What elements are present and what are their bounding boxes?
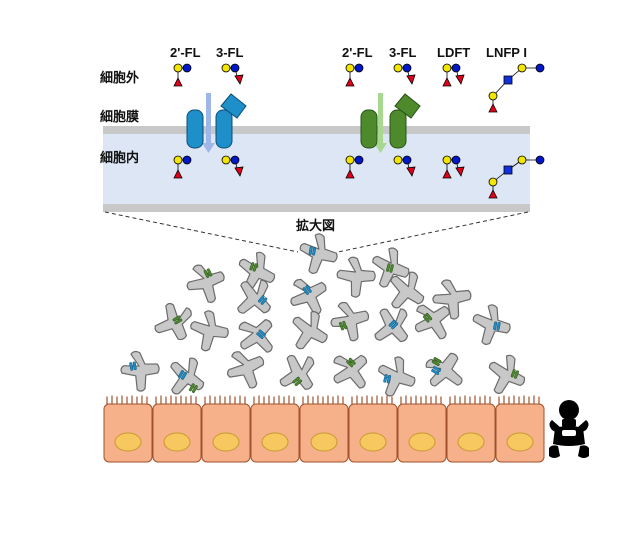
- cell-membrane: [103, 126, 530, 212]
- transport-arrow-blue: [202, 93, 215, 153]
- sugar-label-2fl-left: 2'-FL: [170, 45, 201, 60]
- bacterium-icon: [180, 256, 233, 310]
- intestinal-epithelium: [103, 395, 545, 463]
- bacterium-icon: [372, 352, 421, 402]
- zoom-indicator-lines: [104, 211, 529, 253]
- sugar-label-ldft: LDFT: [437, 45, 470, 60]
- epithelial-cell: [103, 395, 153, 463]
- label-inside: 細胞内: [100, 150, 139, 165]
- sugar-label-3fl-right: 3-FL: [389, 45, 417, 60]
- transporter-icon: [360, 93, 421, 149]
- bacterium-icon: [364, 298, 421, 355]
- zoom-label: 拡大図: [296, 218, 335, 233]
- glycan-icon: [221, 63, 244, 85]
- transport-arrow-green: [374, 93, 387, 153]
- sugar-label-3fl-left: 3-FL: [216, 45, 244, 60]
- glycan-icon: [393, 63, 416, 85]
- epithelial-cell: [446, 395, 496, 463]
- glycan-icon: [173, 155, 192, 179]
- bacterium-icon: [295, 230, 342, 278]
- glycan-icon: [442, 63, 465, 87]
- bacteria-cluster: [117, 230, 532, 405]
- epithelial-cell: [152, 395, 202, 463]
- glycan-icon: [345, 155, 364, 179]
- bacterium-icon: [325, 295, 376, 347]
- bacterium-icon: [323, 342, 380, 399]
- epithelial-cell: [250, 395, 300, 463]
- sugar-label-lnfp-i: LNFP I: [486, 45, 527, 60]
- epithelial-cell: [299, 395, 349, 463]
- epithelial-cell: [397, 395, 447, 463]
- bacterium-icon: [481, 349, 532, 401]
- label-membrane: 細胞膜: [100, 109, 139, 124]
- glycan-icon: [221, 155, 244, 177]
- sugar-label-2fl-right: 2'-FL: [342, 45, 373, 60]
- epithelial-cell: [495, 395, 545, 463]
- glycan-icon: [442, 155, 465, 179]
- glycan-icon: [393, 155, 416, 177]
- glycan-icon: [345, 63, 364, 87]
- bacterium-icon: [281, 267, 337, 324]
- bacterium-icon: [335, 254, 378, 300]
- bacterium-icon: [417, 343, 473, 398]
- bacterium-icon: [117, 347, 164, 395]
- glycan-icon: [488, 63, 545, 113]
- bacterium-icon: [188, 308, 231, 354]
- bacterium-icon: [283, 304, 336, 358]
- bacterium-icon: [231, 246, 282, 298]
- epithelial-cell: [348, 395, 398, 463]
- baby-icon: [549, 400, 589, 458]
- bacterium-icon: [159, 349, 214, 405]
- glycan-icon: [488, 155, 545, 199]
- bacterium-icon: [270, 345, 327, 402]
- transporter-icon: [186, 93, 247, 149]
- label-outside: 細胞外: [100, 70, 139, 85]
- epithelial-cell: [201, 395, 251, 463]
- bacterium-icon: [468, 301, 515, 349]
- glycan-icon: [173, 63, 192, 87]
